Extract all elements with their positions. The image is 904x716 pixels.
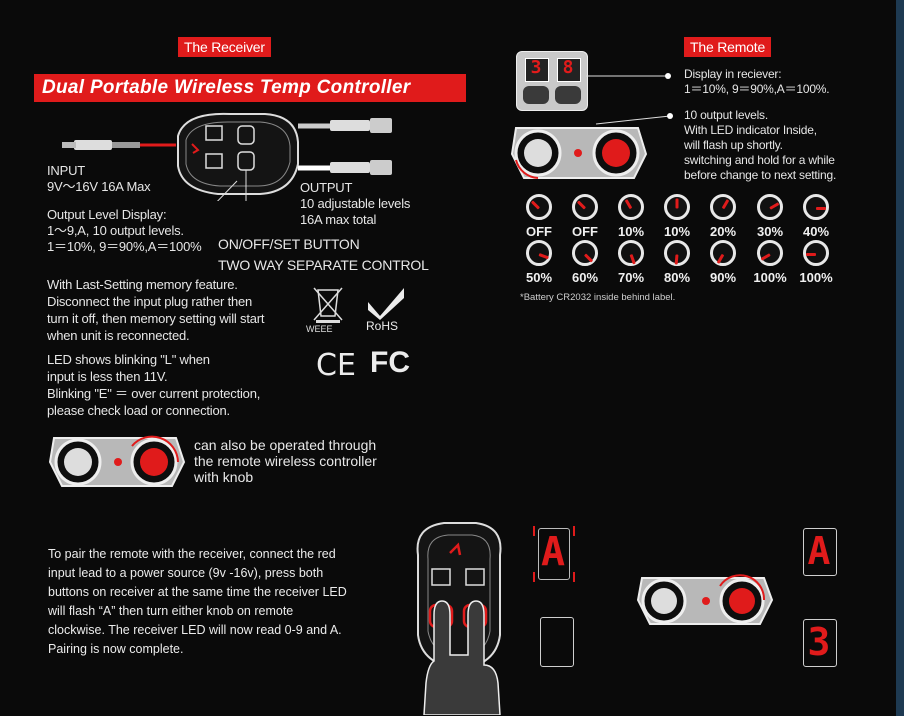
output-levels: 10 adjustable levels xyxy=(300,196,411,211)
memory-line2: Disconnect the input plug rather then xyxy=(47,294,253,309)
output-max: 16A max total xyxy=(300,212,377,227)
output-title: OUTPUT xyxy=(300,180,353,195)
remote-knob-illustration-receiver xyxy=(48,435,186,487)
pairing-line1: To pair the remote with the receiver, co… xyxy=(48,547,336,561)
remote-note-line1: can also be operated through xyxy=(194,437,377,453)
level-label: 40% xyxy=(802,224,830,239)
level-knob-icon xyxy=(803,240,829,266)
flash-indicator-icon xyxy=(533,526,575,582)
fc-mark: FC xyxy=(370,346,410,379)
level-knob-icon xyxy=(664,240,690,266)
input-spec: 9V～16V 16A Max xyxy=(47,179,151,194)
input-title: INPUT xyxy=(47,163,86,178)
level-knob-icon xyxy=(526,240,552,266)
ce-mark: CE xyxy=(316,348,356,383)
level-display-line1: 1～9,A, 10 output levels. xyxy=(47,223,184,238)
memory-line3: turn it off, then memory setting will st… xyxy=(47,311,265,326)
result-digit-bottom: 3 xyxy=(807,620,831,664)
result-display-top xyxy=(803,528,837,576)
level-knob-icon xyxy=(618,240,644,266)
levels-line1: 10 output levels. xyxy=(684,108,768,122)
display-digit-left: 3 xyxy=(530,57,542,78)
led-line1: LED shows blinking "L" when xyxy=(47,352,210,367)
level-knob-icon xyxy=(757,240,783,266)
level-label: 10% xyxy=(663,224,691,239)
level-label: 100% xyxy=(753,270,787,285)
display-digit-right: 8 xyxy=(562,57,574,78)
flash-digit: A xyxy=(540,529,566,575)
level-knob-icon xyxy=(664,194,690,220)
remote-button-right[interactable] xyxy=(555,86,581,104)
level-label: 60% xyxy=(571,270,599,285)
rohs-check-icon xyxy=(368,288,404,320)
level-knob-icon xyxy=(710,194,736,220)
led-line4: please check load or connection. xyxy=(47,403,230,418)
level-display-line2: 1＝10%, 9＝90%,A＝100% xyxy=(47,239,202,254)
level-display-title: Output Level Display: xyxy=(47,207,167,222)
weee-icon xyxy=(313,287,343,323)
memory-line1: With Last-Setting memory feature. xyxy=(47,277,238,292)
weee-label: WEEE xyxy=(306,324,333,334)
rohs-label: RoHS xyxy=(366,319,399,333)
display-line2: 1＝10%, 9＝90%,A＝100%. xyxy=(684,82,830,96)
pairing-line2: input lead to a power source (9v -16v), … xyxy=(48,566,324,580)
button-line2: TWO WAY SEPARATE CONTROL xyxy=(218,257,429,273)
level-label: OFF xyxy=(526,224,552,239)
remote-knob-illustration xyxy=(510,127,648,179)
level-label: 50% xyxy=(525,270,553,285)
button-line1: ON/OFF/SET BUTTON xyxy=(218,236,360,252)
level-knob-icon xyxy=(618,194,644,220)
result-digit-top: A xyxy=(807,529,831,573)
remote-note-line3: with knob xyxy=(194,469,254,485)
level-knob-icon xyxy=(757,194,783,220)
right-edge-strip xyxy=(896,0,904,716)
levels-line5: before change to next setting. xyxy=(684,168,837,182)
level-knob-icon xyxy=(572,240,598,266)
battery-note: *Battery CR2032 inside behind label. xyxy=(520,292,676,303)
display-line1: Display in reciever: xyxy=(684,67,782,81)
level-label: 90% xyxy=(709,270,737,285)
level-label: 70% xyxy=(617,270,645,285)
receiver-tag: The Receiver xyxy=(178,37,271,57)
level-knob-icon xyxy=(572,194,598,220)
blank-display xyxy=(540,617,574,667)
led-line3: Blinking "E" ＝ over current protection, xyxy=(47,386,261,401)
level-knob-icon xyxy=(526,194,552,220)
memory-line4: when unit is reconnected. xyxy=(47,328,190,343)
remote-note-line2: the remote wireless controller xyxy=(194,453,377,469)
level-knob-icon xyxy=(803,194,829,220)
result-display-bottom xyxy=(803,619,837,667)
levels-line4: switching and hold for a while xyxy=(684,153,835,167)
pairing-line5: clockwise. The receiver LED will now rea… xyxy=(48,623,342,637)
level-label: 80% xyxy=(663,270,691,285)
levels-line3: will flash up shortly. xyxy=(684,138,783,152)
receiver-pairing-illustration xyxy=(416,522,502,715)
pairing-line3: buttons on receiver at the same time the… xyxy=(48,585,347,599)
display-right-window xyxy=(557,58,581,82)
level-label: 20% xyxy=(709,224,737,239)
flash-display xyxy=(538,528,570,580)
display-left-window xyxy=(525,58,549,82)
level-label: OFF xyxy=(572,224,598,239)
levels-line2: With LED indicator Inside, xyxy=(684,123,817,137)
remote-display-panel: 3 8 xyxy=(516,51,588,111)
receiver-device-illustration xyxy=(62,112,392,201)
pairing-line4: will flash “A” then turn either knob on … xyxy=(48,604,294,618)
pairing-line6: Pairing is now complete. xyxy=(48,642,184,656)
led-line2: input is less then 11V. xyxy=(47,369,168,384)
level-label: 10% xyxy=(617,224,645,239)
level-label: 100% xyxy=(799,270,833,285)
remote-knob-illustration-pairing xyxy=(636,574,774,625)
remote-leader-lines xyxy=(586,73,673,125)
level-knob-icon xyxy=(710,240,736,266)
remote-button-left[interactable] xyxy=(523,86,549,104)
remote-tag: The Remote xyxy=(684,37,772,57)
receiver-banner: Dual Portable Wireless Temp Controller xyxy=(34,74,466,102)
level-label: 30% xyxy=(756,224,784,239)
